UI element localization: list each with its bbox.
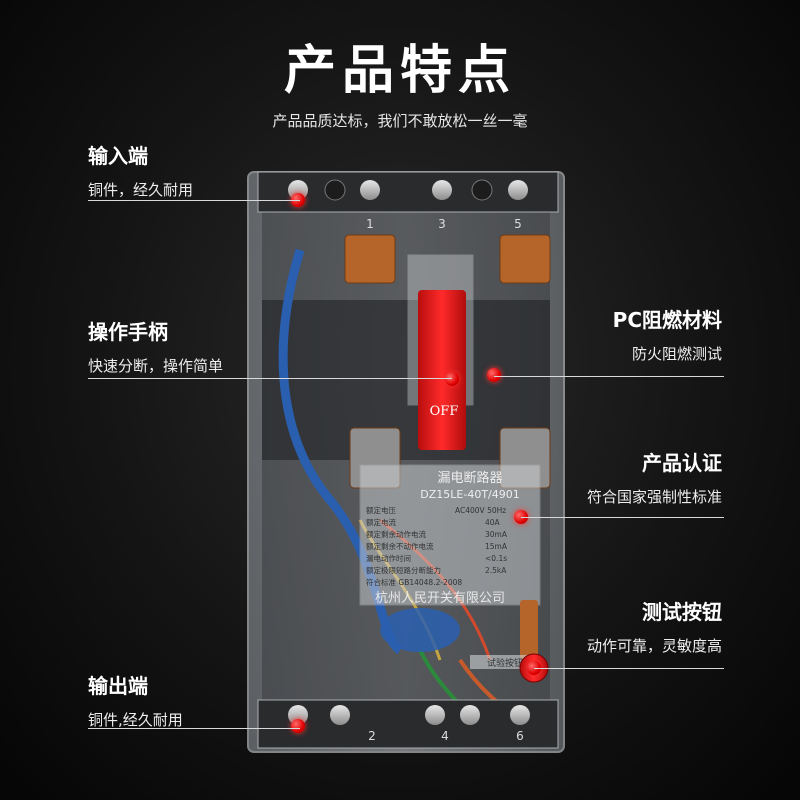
spec-right-4: <0.1s — [485, 554, 507, 563]
material-dot — [487, 368, 501, 382]
top-terminal-block — [257, 171, 559, 213]
operating-handle — [418, 290, 466, 450]
bottom-terminal-block — [257, 699, 559, 749]
page-title: 产品特点 — [283, 41, 516, 101]
model-code: DZ15LE-40T/4901 — [420, 488, 519, 501]
callout-handle-desc: 快速分断，操作简单 — [88, 357, 224, 375]
model-title: 漏电断路器 — [437, 470, 502, 486]
callout-material: PC阻燃材料 防火阻燃测试 — [613, 304, 722, 364]
spec-left-5: 额定极限短路分断能力 — [366, 565, 441, 575]
spec-right-column: AC400V 50Hz 40A 30mA 15mA <0.1s 2.5kA — [455, 506, 508, 575]
spec-left-3: 额定剩余不动作电流 — [366, 541, 434, 551]
callout-test-title: 测试按钮 — [642, 600, 722, 624]
callout-handle-title: 操作手柄 — [88, 320, 168, 344]
callout-test-desc: 动作可靠，灵敏度高 — [586, 637, 722, 655]
spec-left-column: 额定电压 额定电流 额定剩余动作电流 额定剩余不动作电流 漏电动作时间 额定极限… — [366, 505, 462, 587]
terminal-number-top-1: 1 — [366, 217, 374, 231]
output-terminal-dot — [291, 719, 305, 733]
spec-left-4: 漏电动作时间 — [366, 553, 411, 563]
callout-handle: 操作手柄 快速分断，操作简单 — [88, 316, 452, 379]
spec-left-2: 额定剩余动作电流 — [366, 529, 426, 539]
top-terminal-numbers: 1 3 5 — [366, 217, 522, 231]
callout-cert: 产品认证 符合国家强制性标准 — [587, 447, 722, 507]
top-screws — [288, 179, 528, 201]
callout-test: 测试按钮 动作可靠，灵敏度高 — [587, 596, 722, 656]
bottom-screws — [288, 705, 530, 725]
terminal-number-bottom-3: 6 — [516, 729, 524, 743]
transformer-coil — [380, 608, 460, 652]
blue-wire — [278, 248, 403, 655]
spec-left-0: 额定电压 — [366, 505, 396, 515]
test-button-label: 试验按钮 — [487, 657, 523, 669]
callout-input-title: 输入端 — [88, 144, 148, 168]
callout-handle-line — [88, 378, 452, 379]
callout-cert-desc: 符合国家强制性标准 — [586, 488, 722, 506]
terminal-number-top-2: 3 — [438, 217, 446, 231]
callout-cert-title: 产品认证 — [642, 451, 722, 475]
callout-material-title: PC阻燃材料 — [612, 308, 722, 332]
callout-cert-line — [521, 517, 724, 518]
terminal-number-top-3: 5 — [514, 217, 522, 231]
callout-material-line — [494, 376, 724, 377]
callout-output-desc: 铜件,经久耐用 — [88, 711, 183, 729]
callout-material-desc: 防火阻燃测试 — [631, 345, 722, 363]
manufacturer-name: 杭州人民开关有限公司 — [375, 591, 505, 606]
callout-output-title: 输出端 — [88, 674, 148, 698]
page-subtitle: 产品品质达标，我们不敢放松一丝一毫 — [272, 112, 528, 130]
terminal-number-bottom-1: 2 — [368, 729, 376, 743]
spec-right-2: 30mA — [485, 530, 508, 539]
callout-input-desc: 铜件，经久耐用 — [88, 181, 194, 199]
spec-right-5: 2.5kA — [485, 566, 507, 575]
handle-dot — [445, 372, 459, 386]
callout-input: 输入端 铜件，经久耐用 — [88, 140, 300, 201]
spec-left-1: 额定电流 — [366, 517, 396, 527]
spec-left-6: 符合标准 GB14048.2-2008 — [366, 577, 462, 587]
test-lever — [520, 600, 538, 660]
spec-right-3: 15mA — [485, 542, 508, 551]
callout-output: 输出端 铜件,经久耐用 — [88, 670, 300, 730]
rating-label — [359, 464, 541, 606]
callout-output-line — [88, 728, 300, 729]
handle-off-label: OFF — [430, 404, 459, 419]
spec-right-0: AC400V 50Hz — [455, 506, 506, 515]
spec-right-1: 40A — [485, 518, 501, 527]
terminal-number-bottom-2: 4 — [441, 729, 449, 743]
callout-input-line — [88, 200, 300, 201]
bottom-terminal-numbers: 2 4 6 — [368, 729, 524, 743]
callout-test-line — [534, 668, 724, 669]
